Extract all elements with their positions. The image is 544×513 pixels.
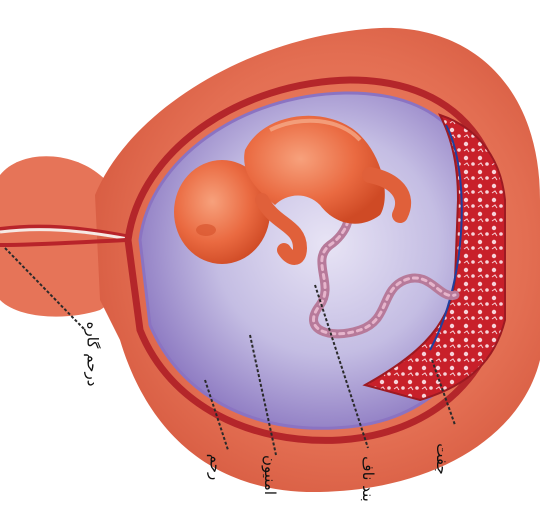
label-umbilical-cord: بند ناف — [359, 456, 377, 502]
label-uterus: رحم — [206, 454, 224, 481]
label-placenta: جفت — [433, 443, 451, 475]
label-amnion: امنیون — [261, 455, 279, 495]
label-cervix: د‌رحم گاره — [83, 322, 101, 387]
